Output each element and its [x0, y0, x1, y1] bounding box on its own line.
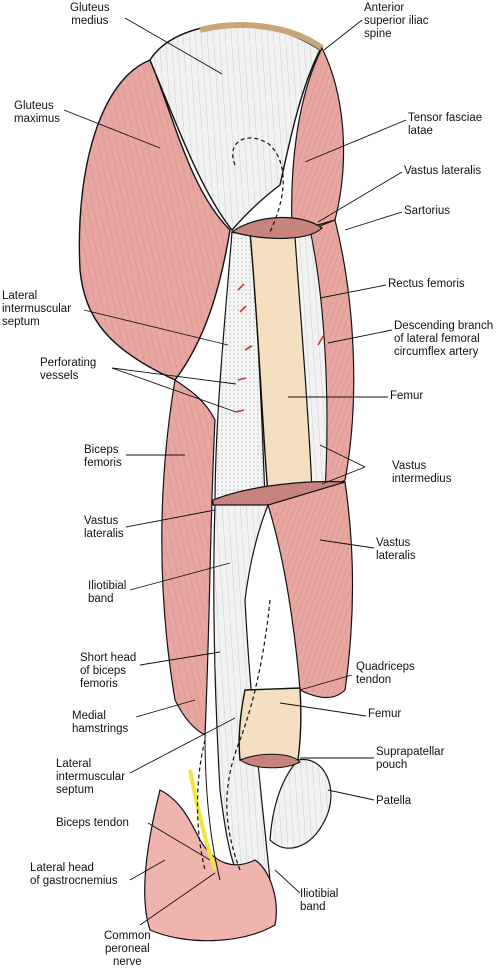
- suprapatellar-cut: [238, 753, 301, 769]
- perforating-vessels: [235, 283, 325, 413]
- label-biceps-tendon: Biceps tendon: [56, 817, 129, 829]
- dashed-outline-lower: [196, 599, 271, 871]
- label-patella: Patella: [376, 795, 412, 807]
- upper-cut-surface: [230, 216, 323, 239]
- label-femur-bottom: Femur: [368, 708, 402, 720]
- biceps-tendon: [204, 734, 221, 881]
- femur-lower: [238, 687, 302, 761]
- label-rectus-femoris: Rectus femoris: [388, 278, 465, 290]
- label-femur-top: Femur: [390, 390, 424, 402]
- dashed-outline-upper: [232, 137, 284, 233]
- leader-lines: [63, 17, 407, 926]
- common-peroneal-nerve: [188, 769, 217, 871]
- label-sartorius: Sartorius: [404, 205, 451, 217]
- iliac-crest: [199, 22, 324, 51]
- label-vastus-lateralis-top: Vastus lateralis: [404, 165, 482, 177]
